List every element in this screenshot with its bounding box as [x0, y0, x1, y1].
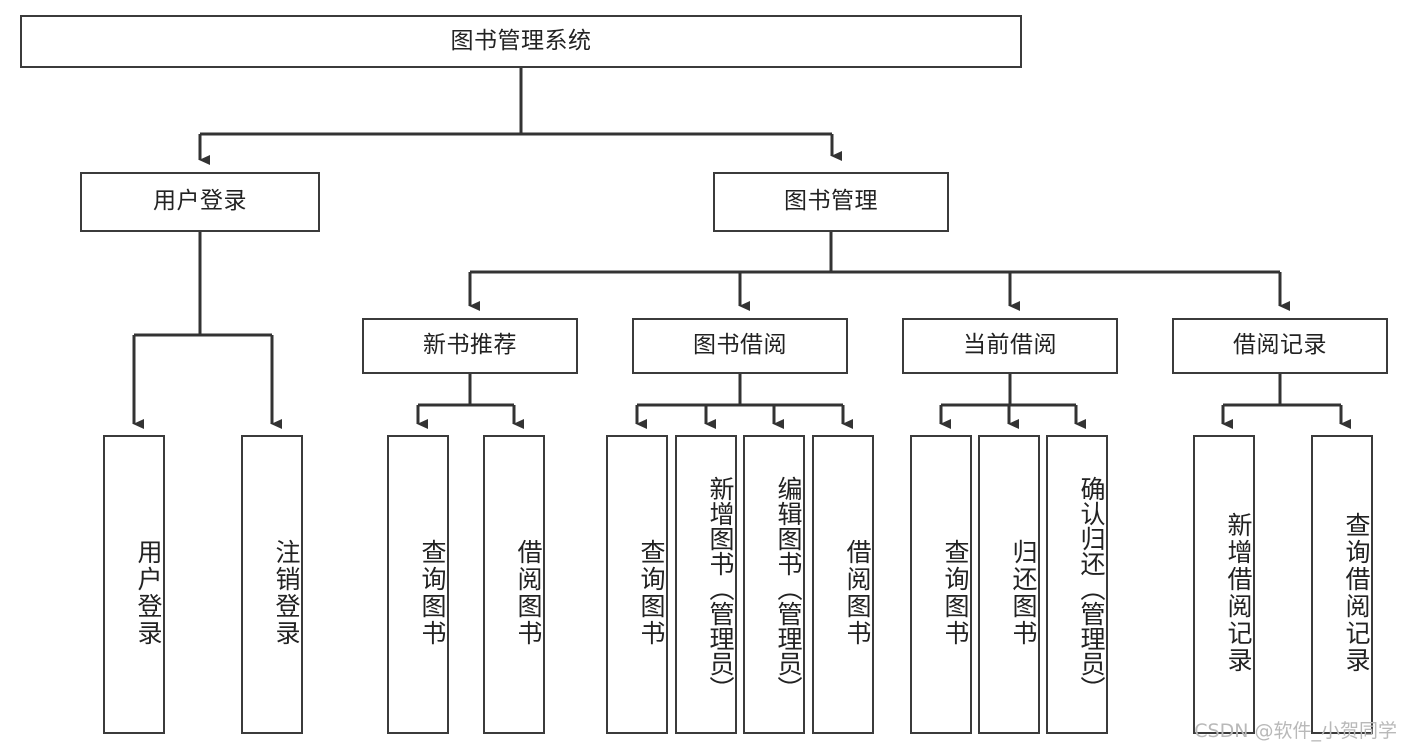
node-label: 新增图书（管理员） — [706, 476, 735, 701]
node-leaf-confirm-return-admin[interactable]: 确认归还（管理员） — [1046, 435, 1108, 734]
node-leaf-query-book[interactable]: 查询图书 — [606, 435, 668, 734]
node-leaf-add-book-admin[interactable]: 新增图书（管理员） — [675, 435, 737, 734]
node-borrow-records[interactable]: 借阅记录 — [1172, 318, 1388, 374]
node-label: 编辑图书（管理员） — [774, 476, 803, 701]
node-label: 查询借阅记录 — [1342, 511, 1371, 674]
node-label: 图书借阅 — [693, 332, 787, 359]
node-new-book-recommend[interactable]: 新书推荐 — [362, 318, 578, 374]
node-label: 查询图书 — [418, 538, 447, 647]
node-leaf-edit-book-admin[interactable]: 编辑图书（管理员） — [743, 435, 805, 734]
node-leaf-query-borrow-record[interactable]: 查询借阅记录 — [1311, 435, 1373, 734]
node-label: 图书管理 — [784, 188, 878, 215]
node-label: 图书管理系统 — [450, 27, 592, 54]
node-book-borrow[interactable]: 图书借阅 — [632, 318, 848, 374]
node-label: 当前借阅 — [963, 332, 1057, 359]
node-label: 归还图书 — [1009, 538, 1038, 647]
node-user-login[interactable]: 用户登录 — [80, 172, 320, 232]
node-label: 用户登录 — [153, 188, 247, 215]
node-label: 新书推荐 — [423, 332, 517, 359]
node-label: 确认归还（管理员） — [1077, 476, 1106, 701]
node-book-manage[interactable]: 图书管理 — [713, 172, 949, 232]
node-leaf-logout[interactable]: 注销登录 — [241, 435, 303, 734]
node-label: 用户登录 — [134, 538, 163, 647]
node-root-system[interactable]: 图书管理系统 — [20, 15, 1022, 68]
node-leaf-return-book[interactable]: 归还图书 — [978, 435, 1040, 734]
node-label: 借阅图书 — [843, 538, 872, 647]
node-label: 借阅图书 — [514, 538, 543, 647]
node-current-borrow[interactable]: 当前借阅 — [902, 318, 1118, 374]
watermark-text: CSDN @软件_小贺同学 — [1194, 720, 1397, 742]
node-label: 查询图书 — [637, 538, 666, 647]
node-leaf-user-login[interactable]: 用户登录 — [103, 435, 165, 734]
node-label: 查询图书 — [941, 538, 970, 647]
node-leaf-add-borrow-record[interactable]: 新增借阅记录 — [1193, 435, 1255, 734]
node-leaf-borrow-book-new[interactable]: 借阅图书 — [483, 435, 545, 734]
node-leaf-query-book-current[interactable]: 查询图书 — [910, 435, 972, 734]
node-label: 借阅记录 — [1233, 332, 1327, 359]
node-leaf-query-book-new[interactable]: 查询图书 — [387, 435, 449, 734]
node-label: 注销登录 — [272, 538, 301, 647]
node-leaf-borrow-book[interactable]: 借阅图书 — [812, 435, 874, 734]
node-label: 新增借阅记录 — [1224, 511, 1253, 674]
